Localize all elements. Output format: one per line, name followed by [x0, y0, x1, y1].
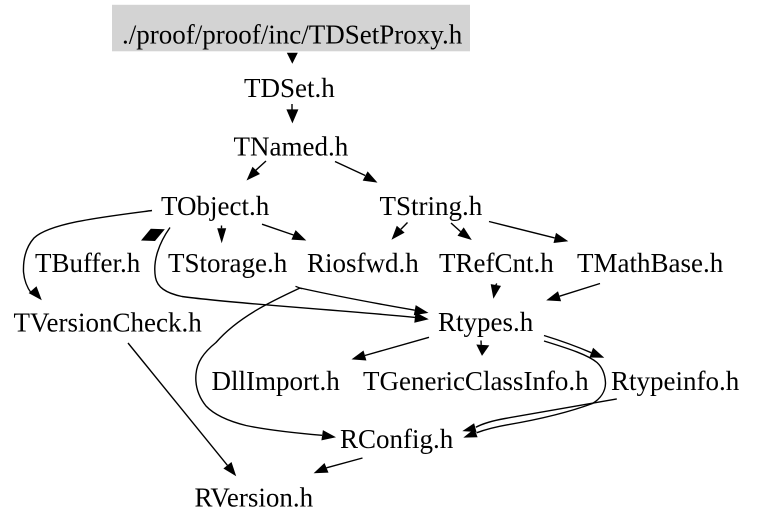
svg-text:TRefCnt.h: TRefCnt.h — [439, 248, 554, 278]
svg-text:TObject.h: TObject.h — [161, 191, 270, 221]
svg-text:TString.h: TString.h — [380, 191, 483, 221]
svg-text:Rtypeinfo.h: Rtypeinfo.h — [611, 366, 740, 396]
svg-text:TDSet.h: TDSet.h — [244, 73, 335, 103]
svg-text:TStorage.h: TStorage.h — [168, 248, 288, 278]
svg-text:Rtypes.h: Rtypes.h — [438, 307, 534, 337]
svg-text:RVersion.h: RVersion.h — [195, 482, 314, 512]
svg-text:./proof/proof/inc/TDSetProxy.h: ./proof/proof/inc/TDSetProxy.h — [122, 20, 463, 50]
svg-text:RConfig.h: RConfig.h — [340, 424, 454, 454]
svg-text:TMathBase.h: TMathBase.h — [577, 248, 724, 278]
svg-text:TNamed.h: TNamed.h — [234, 131, 349, 161]
svg-text:DllImport.h: DllImport.h — [212, 366, 341, 396]
svg-text:Riosfwd.h: Riosfwd.h — [307, 248, 419, 278]
svg-text:TGenericClassInfo.h: TGenericClassInfo.h — [363, 366, 589, 396]
svg-text:TVersionCheck.h: TVersionCheck.h — [14, 307, 203, 337]
svg-text:TBuffer.h: TBuffer.h — [35, 248, 141, 278]
